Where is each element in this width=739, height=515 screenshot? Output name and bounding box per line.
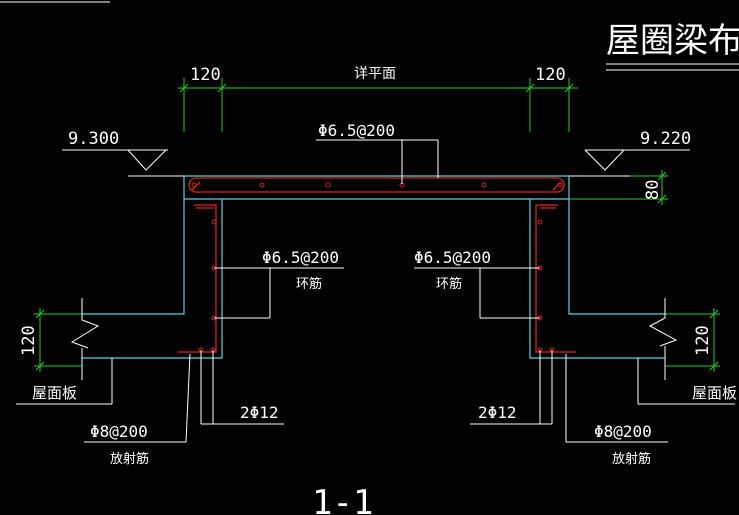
rebar-top-dots: [191, 182, 563, 188]
label-left-ring-sub: 环筋: [296, 276, 322, 292]
dim-top-right: 120: [535, 65, 566, 85]
elevation-right: 9.220: [640, 129, 691, 149]
label-right-radial-rebar: Φ8@200: [594, 422, 652, 441]
leader-right-main: [470, 350, 553, 425]
dim-top-left: 120: [190, 65, 221, 85]
beam-section-outline: [82, 175, 665, 359]
label-left-radial-rebar: Φ8@200: [90, 422, 148, 441]
elevation-mark-right: [569, 149, 690, 177]
break-symbol-left: [70, 298, 100, 380]
label-left-main-rebar: 2Φ12: [240, 403, 279, 422]
top-dimension: [178, 78, 578, 132]
leader-left-radial: [84, 353, 191, 443]
leader-right-slab: [637, 358, 735, 405]
rebar-right-stirrup: [535, 204, 576, 353]
label-right-ring-rebar: Φ6.5@200: [414, 248, 491, 267]
leader-right-radial: [565, 354, 668, 443]
rebar-top-loop: [188, 177, 565, 193]
label-left-ring-rebar: Φ6.5@200: [262, 248, 339, 267]
dim-top-middle: 详平面: [354, 66, 396, 82]
elevation-left: 9.300: [68, 129, 119, 149]
break-symbol-right: [648, 298, 678, 380]
section-label: 1-1: [312, 483, 373, 515]
left-side-dimension: [34, 308, 82, 372]
leader-left-ring: [214, 267, 344, 319]
dim-right-height: 80: [643, 180, 663, 200]
label-right-slab: 屋面板: [692, 384, 737, 402]
dim-right-side: 120: [693, 325, 713, 356]
label-left-radial-sub: 放射筋: [110, 451, 149, 467]
elevation-mark-left: [62, 149, 184, 177]
drawing-title: 屋圈梁布: [606, 21, 739, 61]
leader-left-main: [200, 350, 284, 425]
right-side-dimension: [665, 308, 720, 372]
leader-right-ring: [414, 267, 540, 319]
leader-top-slab: [316, 139, 439, 184]
dim-left-side: 120: [19, 325, 39, 356]
leader-left-slab: [16, 358, 113, 405]
label-right-radial-sub: 放射筋: [612, 451, 651, 467]
label-right-ring-sub: 环筋: [436, 276, 462, 292]
label-top-slab-rebar: Φ6.5@200: [318, 121, 395, 140]
label-right-main-rebar: 2Φ12: [478, 403, 517, 422]
label-left-slab: 屋面板: [32, 384, 77, 402]
